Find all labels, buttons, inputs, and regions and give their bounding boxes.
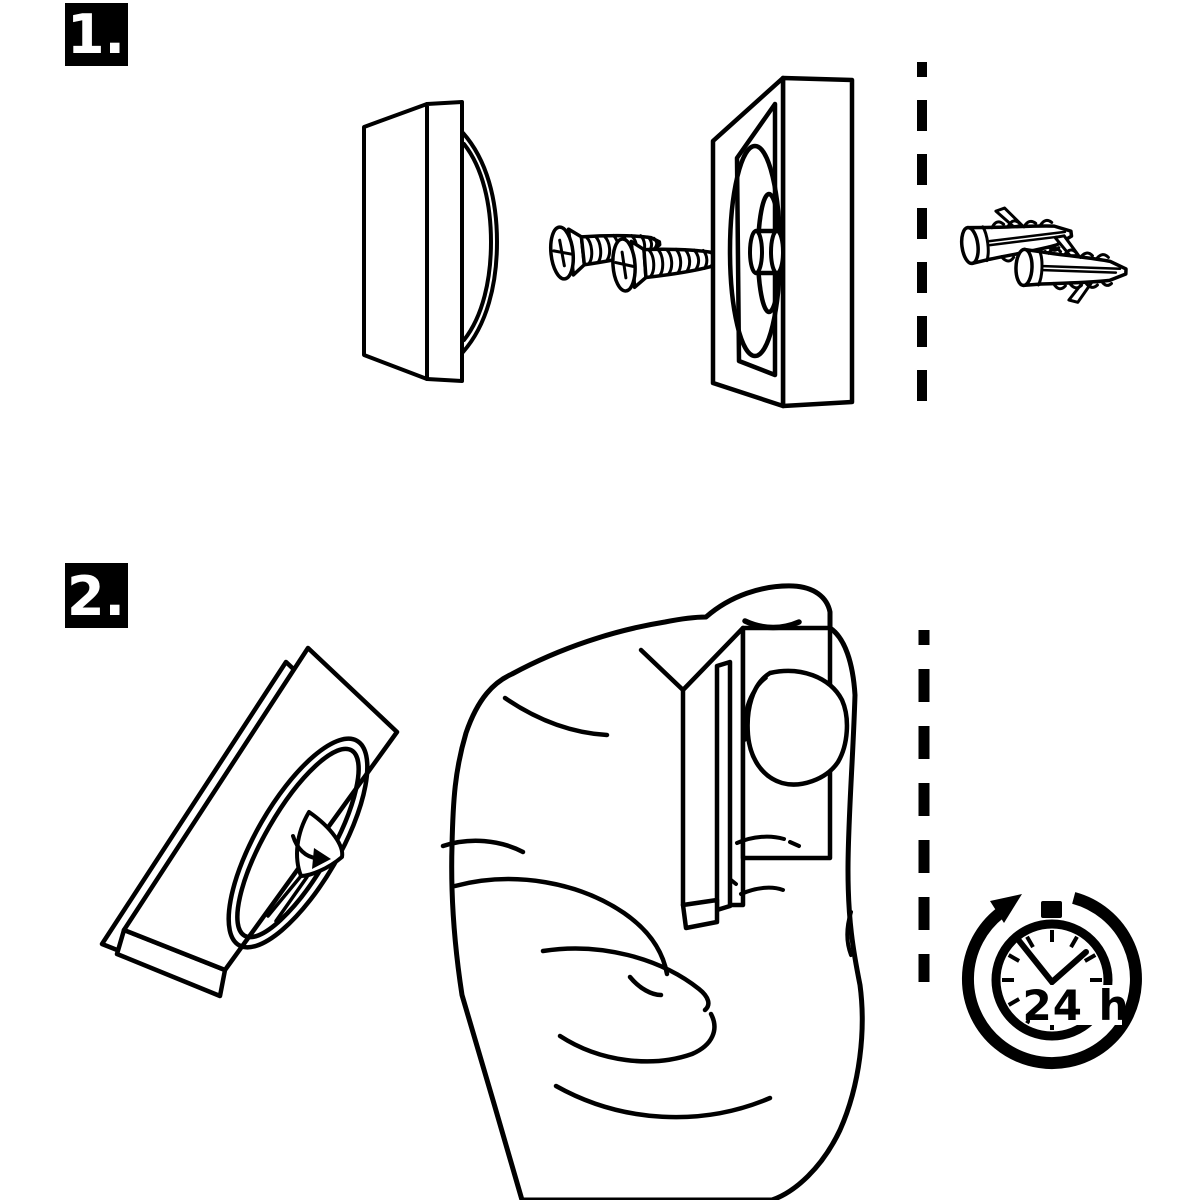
middle-finger-curve: [557, 1011, 717, 1064]
screws-icon: [546, 215, 726, 294]
step-2-badge: 2.: [65, 563, 128, 628]
thumbnail: [745, 668, 850, 787]
step-1: 1.: [65, 3, 1129, 424]
tilted-plate-front-face: [121, 645, 400, 973]
step-2-number: 2.: [67, 565, 125, 628]
palm-crease: [440, 838, 526, 855]
plate-top-edge-line: [638, 647, 686, 693]
plate-recess-border: [734, 101, 778, 378]
thumb-press-crease: [742, 618, 802, 631]
thumbnail-inner-arc: [742, 676, 768, 742]
clock-24h-icon: 24 h: [961, 892, 1142, 1070]
thumb-side-notch: [845, 910, 853, 957]
plate-boss-end: [769, 229, 785, 275]
latch-bundle-lines: [266, 874, 309, 923]
clock-label: 24 h: [1023, 981, 1130, 1030]
palm-heel-curve: [553, 1083, 773, 1120]
stopper-pad-dome-arc-inner: [462, 142, 493, 342]
stopper-bottom-step: [680, 897, 720, 931]
screw-icon: [609, 230, 726, 294]
wall-plugs-icon: [956, 198, 1129, 306]
tilted-plate-icon: [99, 645, 400, 999]
plate-boss-front: [748, 229, 764, 275]
step-1-number: 1.: [67, 3, 125, 66]
stopper-pad-icon: [362, 100, 499, 383]
hand-illustration: [440, 583, 865, 1200]
thumb-web-crease: [502, 695, 610, 738]
index-finger-curve: [540, 946, 711, 1013]
rotate-arrow-head: [312, 848, 331, 869]
finger-gap-crease: [627, 974, 664, 998]
clock-arrow-head: [990, 894, 1022, 923]
step-1-badge: 1.: [65, 3, 128, 66]
thumb-knuckle-crease-1: [735, 834, 801, 848]
clock-outer-arrow-ring: [961, 892, 1142, 1070]
thumb-knuckle-crease-2: [729, 878, 785, 896]
clock-crown-button: [1041, 901, 1062, 918]
stopper-pad-dome-arc: [461, 131, 499, 354]
plate-side-face: [780, 75, 855, 409]
stopper-back-plate-edge: [714, 659, 733, 913]
stopper-pad-edge-face: [425, 100, 464, 383]
index-finger-top: [452, 876, 670, 977]
step-2-badge-box: [65, 563, 128, 628]
step-2: 2.: [65, 563, 1142, 1200]
stopper-pad-back-face: [362, 102, 429, 381]
mounting-plate-icon: [710, 75, 855, 409]
clock-hands: [1013, 934, 1089, 987]
hand-crease-lines: [440, 695, 853, 1120]
clock-label-halo: [1030, 985, 1122, 1025]
step-1-badge-box: [65, 3, 128, 66]
